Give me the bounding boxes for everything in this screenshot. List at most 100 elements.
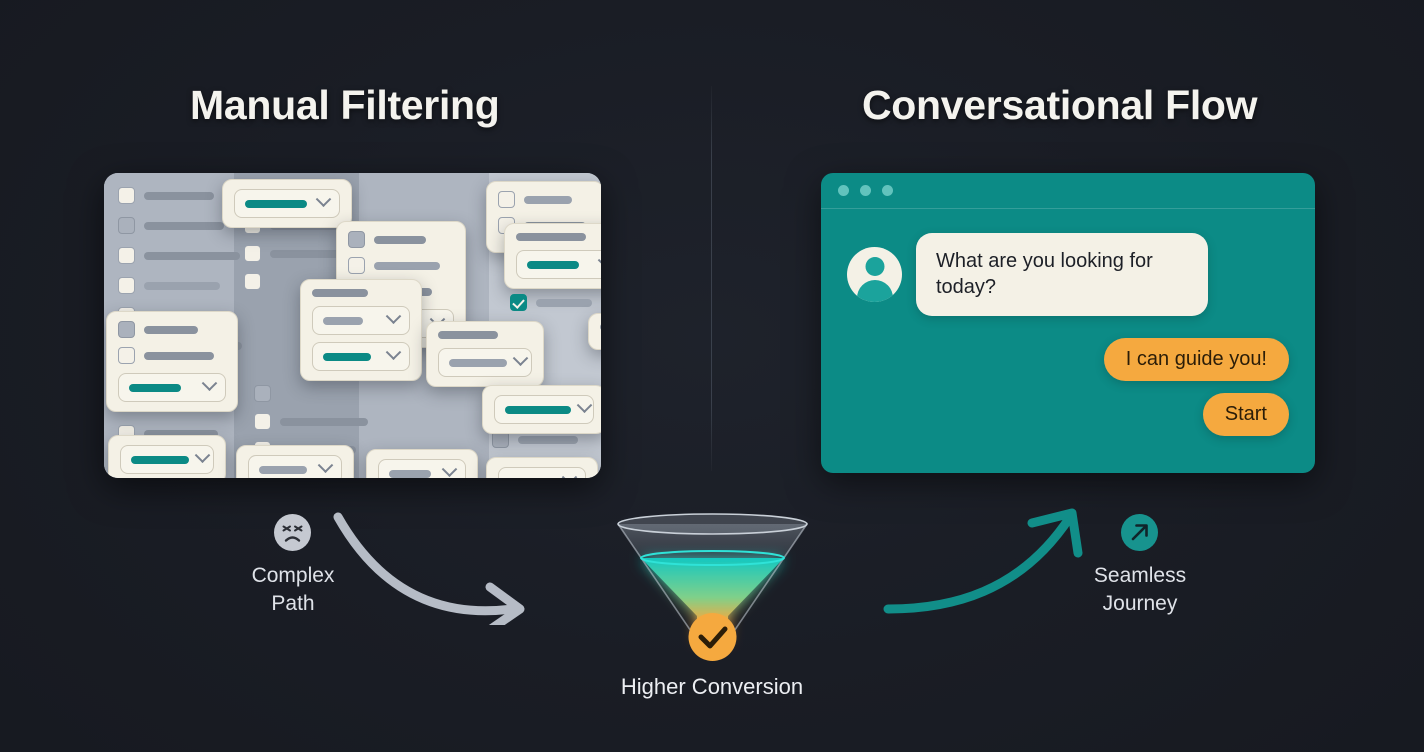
chevron-down-icon [385, 344, 402, 361]
chat-message-assistant: What are you looking for today? [847, 233, 1289, 316]
chevron-down-icon [317, 457, 334, 474]
dropdown[interactable] [312, 342, 410, 371]
label-bar [524, 195, 572, 204]
checkbox[interactable] [254, 413, 271, 430]
label-bar [144, 429, 218, 438]
chevron-down-icon [315, 191, 332, 208]
chat-message-list: What are you looking for today? I can gu… [821, 209, 1315, 436]
filter-dropdown-card[interactable] [504, 223, 601, 289]
label-bar [516, 233, 586, 241]
conversational-flow-mockup[interactable]: What are you looking for today? I can gu… [821, 173, 1315, 473]
filter-checkbox-row[interactable] [254, 385, 350, 402]
dropdown[interactable] [234, 189, 340, 218]
window-dot-icon[interactable] [882, 185, 893, 196]
dropdown-value [245, 199, 307, 208]
checkbox[interactable] [244, 273, 261, 290]
checkbox[interactable] [118, 347, 135, 364]
filter-dropdown-card[interactable] [486, 457, 598, 478]
filter-checkbox-row[interactable] [118, 321, 226, 338]
dropdown[interactable] [378, 459, 466, 478]
checkbox[interactable] [118, 321, 135, 338]
dropdown-value [527, 260, 579, 269]
label-bar [536, 298, 592, 307]
higher-conversion-caption: Higher Conversion [620, 674, 804, 699]
filter-checkbox-row[interactable] [118, 247, 240, 264]
filter-dropdown-card[interactable] [426, 321, 544, 387]
dropdown-value [129, 383, 181, 392]
page-title-left: Manual Filtering [190, 82, 500, 128]
filter-checkbox-row[interactable] [118, 347, 226, 364]
seamless-journey-caption: Seamless Journey [1093, 564, 1187, 615]
filter-checkbox-row[interactable] [510, 294, 592, 311]
dropdown[interactable] [498, 467, 586, 478]
label-row [312, 289, 410, 297]
curved-arrow-up-teal-icon [883, 508, 1083, 614]
checkbox[interactable] [348, 257, 365, 274]
filter-dropdown-card[interactable] [366, 449, 478, 478]
filter-checkbox-row[interactable] [254, 413, 368, 430]
window-dot-icon[interactable] [838, 185, 849, 196]
filter-checkbox-row[interactable] [348, 231, 454, 248]
dropdown[interactable] [494, 395, 594, 424]
dropdown-value [323, 316, 363, 325]
filter-dropdown-card[interactable] [236, 445, 354, 478]
label-bar [144, 191, 214, 200]
dropdown[interactable] [248, 455, 342, 478]
frustrated-face-icon [274, 514, 311, 551]
label-bar [144, 325, 198, 334]
label-row [438, 331, 532, 339]
checkbox[interactable] [118, 247, 135, 264]
label-bar [600, 323, 601, 331]
checkbox[interactable] [118, 277, 135, 294]
filter-dropdown-card[interactable] [108, 435, 226, 478]
label-row [516, 233, 601, 241]
filter-dropdown-card[interactable] [300, 279, 422, 381]
checkbox[interactable] [254, 385, 271, 402]
chat-bubble-incoming: What are you looking for today? [916, 233, 1208, 316]
dropdown[interactable] [516, 250, 601, 279]
label-bar [270, 249, 362, 258]
checkbox[interactable] [348, 231, 365, 248]
filter-checkbox-row[interactable] [244, 245, 362, 262]
checkbox[interactable] [118, 187, 135, 204]
chevron-down-icon [441, 461, 458, 478]
dropdown-value [505, 405, 571, 414]
chat-bubble-outgoing[interactable]: I can guide you! [1103, 337, 1289, 381]
label-bar [144, 251, 240, 260]
filter-dropdown-card[interactable] [482, 385, 601, 434]
filter-checkbox-row[interactable] [498, 191, 592, 208]
dropdown[interactable] [120, 445, 214, 474]
filter-checkbox-row[interactable] [118, 187, 214, 204]
dropdown-value [389, 469, 431, 478]
chat-titlebar [821, 173, 1315, 209]
manual-filtering-mockup[interactable] [104, 173, 601, 478]
chevron-down-icon [194, 447, 211, 464]
checkbox[interactable] [118, 217, 135, 234]
filter-dropdown-card[interactable] [222, 179, 352, 228]
arrow-up-right-icon [1121, 514, 1158, 551]
filter-checkbox-row[interactable] [118, 277, 220, 294]
dropdown-value [131, 455, 189, 464]
label-bar [312, 289, 368, 297]
chevron-down-icon [597, 252, 601, 269]
filter-checkbox-row[interactable] [118, 217, 224, 234]
label-bar [438, 331, 498, 339]
conversion-funnel-icon [617, 513, 808, 661]
checkbox[interactable] [244, 245, 261, 262]
filter-checkbox-row[interactable] [348, 257, 454, 274]
chat-message-user: Start [847, 392, 1289, 436]
label-bar [144, 351, 214, 360]
curved-arrow-right-gray-icon [333, 512, 525, 625]
filter-card[interactable] [588, 313, 601, 350]
start-button[interactable]: Start [1202, 392, 1289, 436]
dropdown[interactable] [118, 373, 226, 402]
dropdown-value [449, 358, 507, 367]
checkbox-checked[interactable] [510, 294, 527, 311]
label-bar [518, 435, 578, 444]
dropdown[interactable] [438, 348, 532, 377]
window-dot-icon[interactable] [860, 185, 871, 196]
filter-card[interactable] [106, 311, 238, 412]
dropdown[interactable] [312, 306, 410, 335]
checkbox[interactable] [498, 191, 515, 208]
